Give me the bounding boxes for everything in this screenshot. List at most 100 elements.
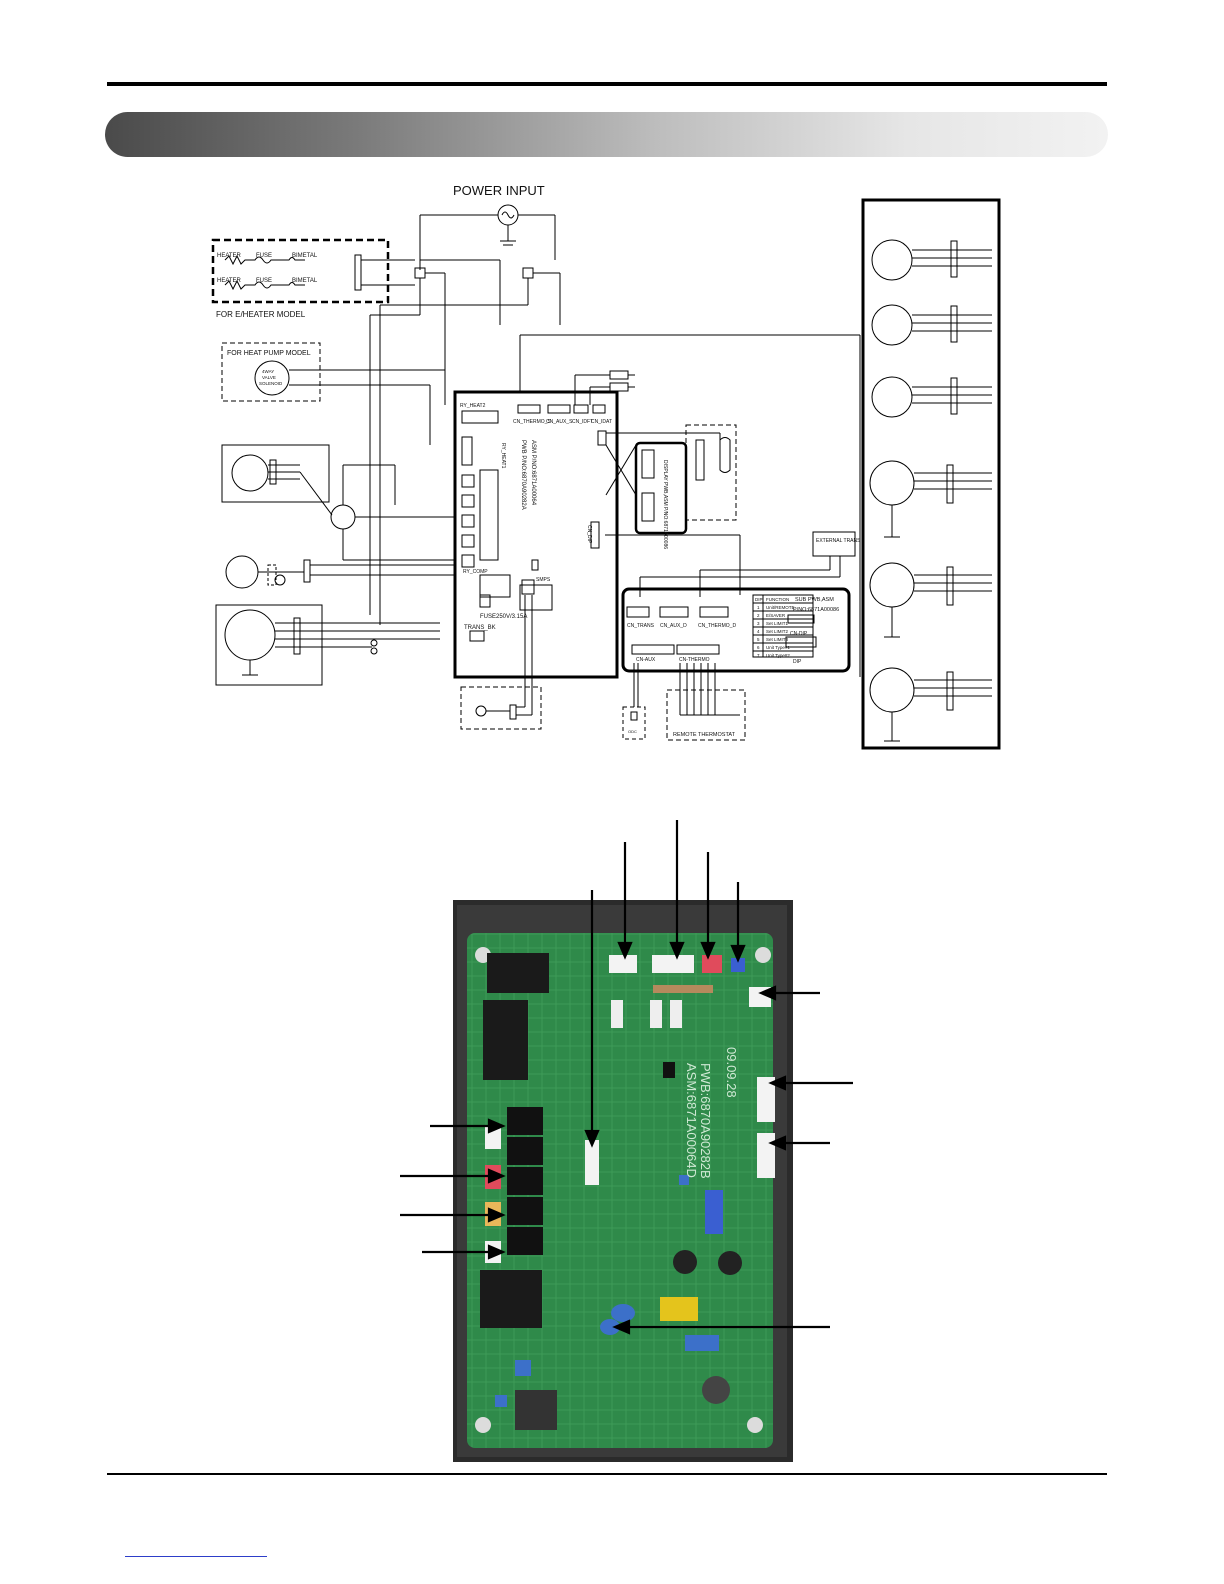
bimetal-label-1: BIMETAL [292,253,318,259]
dip-row-function: Unit Type#2 [766,653,790,658]
cn-dip-sub-label: CN-DIP [790,631,808,637]
callout-arrow-right-2 [768,1075,853,1091]
sub-pwb [621,587,851,673]
motor-1 [871,239,992,281]
heater-label-2: HEATER [217,278,242,284]
motor-4 [869,460,992,538]
dip-row-number: 7 [757,653,760,658]
transformer-lower [515,1390,557,1430]
cn-aux-label: CN-AUX [636,657,656,663]
dip-row-function: Set LIMIT3 [766,637,789,642]
motor-6 [869,667,992,742]
heat-pump-model-label: FOR HEAT PUMP MODEL [227,350,311,357]
cn-aux-d-label: CN_AUX_D [660,623,687,629]
silk-pwb: PWB:6870A90282B [698,1063,713,1179]
connector-top-blue [731,958,745,972]
pcb-photo-figure: 09.09.28 PWB:6870A90282B ASM:6871A00064D [400,820,853,1462]
dip-row-function: Unit/REMOTE [766,605,795,610]
smps-label: SMPS [536,577,551,583]
dip-row-number: 1 [757,605,760,610]
cn-thermo-s-label: CN_THERMO_S [513,419,551,425]
bimetal-label-2: BIMETAL [292,278,318,284]
dip-row-number: 3 [757,621,760,626]
callout-arrow-top-1 [617,842,633,960]
silk-date: 09.09.28 [724,1047,739,1098]
connector-top-red [702,955,722,973]
dip-row-number: 6 [757,645,760,650]
sub-pno-label: P/NO:6871A00086 [793,607,839,613]
relay-large-1 [487,953,549,993]
dip-sub-label: DIP [793,659,802,665]
dip-header: DIP [755,597,763,602]
callout-arrow-left-3 [400,1207,506,1223]
display-pwb [634,441,688,535]
transformer-yellow [660,1297,698,1321]
valve-label-1: 4WAY [262,369,274,374]
callout-arrow-top-3 [700,852,716,960]
dip-switch [705,1190,723,1234]
power-input-label: POWER INPUT [453,183,545,198]
callout-arrow-center [584,890,600,1148]
ry-heat1-label: RY_HEAT1 [500,443,506,469]
footer-link-underline[interactable] [125,1556,267,1557]
fuse-rating-label: FUSE250V/3.15A [480,614,527,620]
external-trans-box [812,531,856,557]
motor-3 [871,376,992,418]
cn-trans-label: CN_TRANS [627,623,655,629]
cn-idft-label: CN_IDFT [572,419,593,425]
heat-pump-box [221,342,321,402]
connector-top-2 [652,955,694,973]
top-rule [107,82,1107,86]
bottom-rule [107,1473,1107,1475]
valve-label-2: VALVE [262,375,276,380]
cn-aux-s-label: CN_AUX_S [546,419,573,425]
callout-arrow-left-1 [430,1118,506,1134]
fuse-label-2: FUSE [256,278,272,284]
callout-arrow-top-2 [669,820,685,960]
connector-top-1 [609,955,637,973]
external-trans-label: EXTERNAL TRANS [816,538,861,544]
cn-thermo-label: CN-THERMO [679,657,710,663]
dip-row-function: Unit Type#1 [766,645,790,650]
callout-arrow-right-1 [758,985,820,1001]
motor-5 [869,562,992,638]
ry-comp-label: RY_COMP [463,569,488,575]
remote-thermostat-label: REMOTE THERMOSTAT [673,732,736,738]
function-header: FUNCTION [766,597,789,602]
cn-dip-label: CN_DIP [586,525,592,544]
valve-label-3: SOLENOID [259,381,283,386]
asm-pno-label: ASM P/NO:6871A00064 [530,440,536,506]
ry-heat2-label: RY_HEAT2 [460,403,486,409]
callout-arrow-left-4 [422,1244,506,1260]
dip-row-number: 5 [757,637,760,642]
dip-row-number: 2 [757,613,760,618]
dip-row-number: 4 [757,629,760,634]
fuse-label-1: FUSE [256,253,272,259]
eheater-model-label: FOR E/HEATER MODEL [216,310,306,319]
connector-right-3 [757,1133,775,1178]
callout-arrow-right-4 [612,1319,830,1335]
eheater-box [211,238,390,304]
dip-row-function: E/SAVER [766,613,786,618]
trans-bk-label: TRANS_BK [464,625,496,631]
cn-thermo-d-label: CN_THERMO_D [698,623,736,629]
wiring-diagram: POWER INPUT HEATER FUSE BIMETAL HEATER F… [211,183,1001,750]
dip-row-function: Set LIMIT1 [766,621,789,626]
silk-asm: ASM:6871A00064D [684,1063,699,1178]
motor-panel [861,198,1001,750]
callout-arrow-right-3 [768,1135,830,1151]
pwb-pno-label: PWB P/NO:6870A90282A [520,440,526,510]
heater-label-1: HEATER [217,253,242,259]
motor-2 [871,304,992,346]
cn-idat-label: CN_IDAT [591,419,612,425]
dip-row-function: Set LIMIT2 [766,629,789,634]
display-pwb-label: DISPLAY PWB,ASM P/NO:6871A00086 [662,460,668,549]
sub-pwb-label: SUB PWB,ASM [795,597,834,603]
odc-label: ODC [628,729,637,734]
callout-arrow-top-4 [730,882,746,963]
connector-center [585,1140,599,1185]
relay-large-3 [480,1270,542,1328]
section-banner [105,112,1108,157]
connector-right-2 [757,1077,775,1122]
